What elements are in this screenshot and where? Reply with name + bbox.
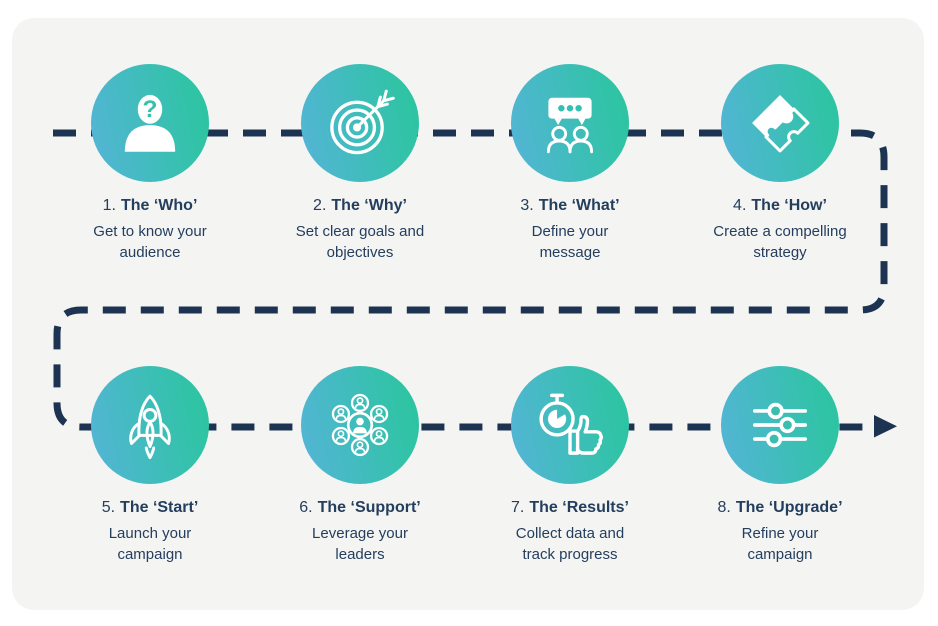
puzzle-icon bbox=[752, 95, 810, 153]
step-4: 4.The ‘How’ Create a compelling strategy bbox=[685, 64, 875, 264]
sliders-icon bbox=[752, 402, 808, 448]
step-2-subtitle: Set clear goals and objectives bbox=[295, 223, 425, 262]
step-8-title: 8.The ‘Upgrade’ bbox=[717, 498, 842, 518]
step-5-title: 5.The ‘Start’ bbox=[102, 498, 199, 518]
step-5-subtitle: Launch your campaign bbox=[108, 525, 192, 564]
step-number: 4. bbox=[733, 197, 747, 214]
step-1-circle: ? bbox=[91, 64, 209, 182]
step-6-subtitle: Leverage your leaders bbox=[312, 525, 408, 564]
step-7: 7.The ‘Results’ Collect data and track p… bbox=[475, 366, 665, 566]
step-2-circle bbox=[301, 64, 419, 182]
step-name: The ‘How’ bbox=[751, 197, 827, 214]
person-question-icon: ? bbox=[124, 94, 176, 152]
step-4-title: 4.The ‘How’ bbox=[733, 196, 827, 216]
step-name: The ‘What’ bbox=[538, 197, 620, 214]
step-2: 2.The ‘Why’ Set clear goals and objectiv… bbox=[265, 64, 455, 264]
target-arrow-icon bbox=[330, 89, 395, 155]
step-3-title: 3.The ‘What’ bbox=[520, 196, 619, 216]
step-1: ? 1.The ‘Who’ Get to know your audience bbox=[55, 64, 245, 264]
leader-network-icon bbox=[331, 393, 389, 457]
step-7-circle bbox=[511, 366, 629, 484]
step-name: The ‘Support’ bbox=[317, 499, 421, 516]
svg-text:?: ? bbox=[143, 96, 158, 123]
step-5: 5.The ‘Start’ Launch your campaign bbox=[55, 366, 245, 566]
step-number: 3. bbox=[520, 197, 534, 214]
step-8: 8.The ‘Upgrade’ Refine your campaign bbox=[685, 366, 875, 566]
step-name: The ‘Results’ bbox=[529, 499, 629, 516]
rocket-icon bbox=[129, 394, 171, 460]
step-1-subtitle: Get to know your audience bbox=[93, 223, 207, 262]
step-8-circle bbox=[721, 366, 839, 484]
step-3: 3.The ‘What’ Define your message bbox=[475, 64, 665, 264]
step-6-title: 6.The ‘Support’ bbox=[299, 498, 420, 518]
step-number: 1. bbox=[102, 197, 116, 214]
stopwatch-thumbs-up-icon bbox=[539, 393, 603, 455]
step-6-circle bbox=[301, 366, 419, 484]
step-number: 5. bbox=[101, 499, 116, 516]
step-name: The ‘Upgrade’ bbox=[735, 499, 843, 516]
step-7-title: 7.The ‘Results’ bbox=[511, 498, 629, 518]
right-arrow-icon bbox=[874, 415, 897, 438]
step-name: The ‘Who’ bbox=[120, 197, 198, 214]
flow-dashed-line bbox=[53, 129, 888, 431]
step-7-subtitle: Collect data and track progress bbox=[515, 525, 625, 564]
step-8-subtitle: Refine your campaign bbox=[741, 525, 819, 564]
step-5-circle bbox=[91, 366, 209, 484]
step-number: 7. bbox=[511, 499, 525, 516]
chat-audience-icon bbox=[546, 97, 594, 154]
step-3-subtitle: Define your message bbox=[531, 223, 609, 262]
step-number: 2. bbox=[313, 197, 327, 214]
step-number: 8. bbox=[717, 499, 731, 516]
step-1-title: 1.The ‘Who’ bbox=[103, 196, 198, 216]
step-number: 6. bbox=[299, 499, 313, 516]
step-6: 6.The ‘Support’ Leverage your leaders bbox=[265, 366, 455, 566]
step-4-subtitle: Create a compelling strategy bbox=[713, 223, 847, 262]
step-2-title: 2.The ‘Why’ bbox=[313, 196, 407, 216]
step-name: The ‘Why’ bbox=[331, 197, 407, 214]
step-3-circle bbox=[511, 64, 629, 182]
step-4-circle bbox=[721, 64, 839, 182]
step-name: The ‘Start’ bbox=[120, 499, 199, 516]
